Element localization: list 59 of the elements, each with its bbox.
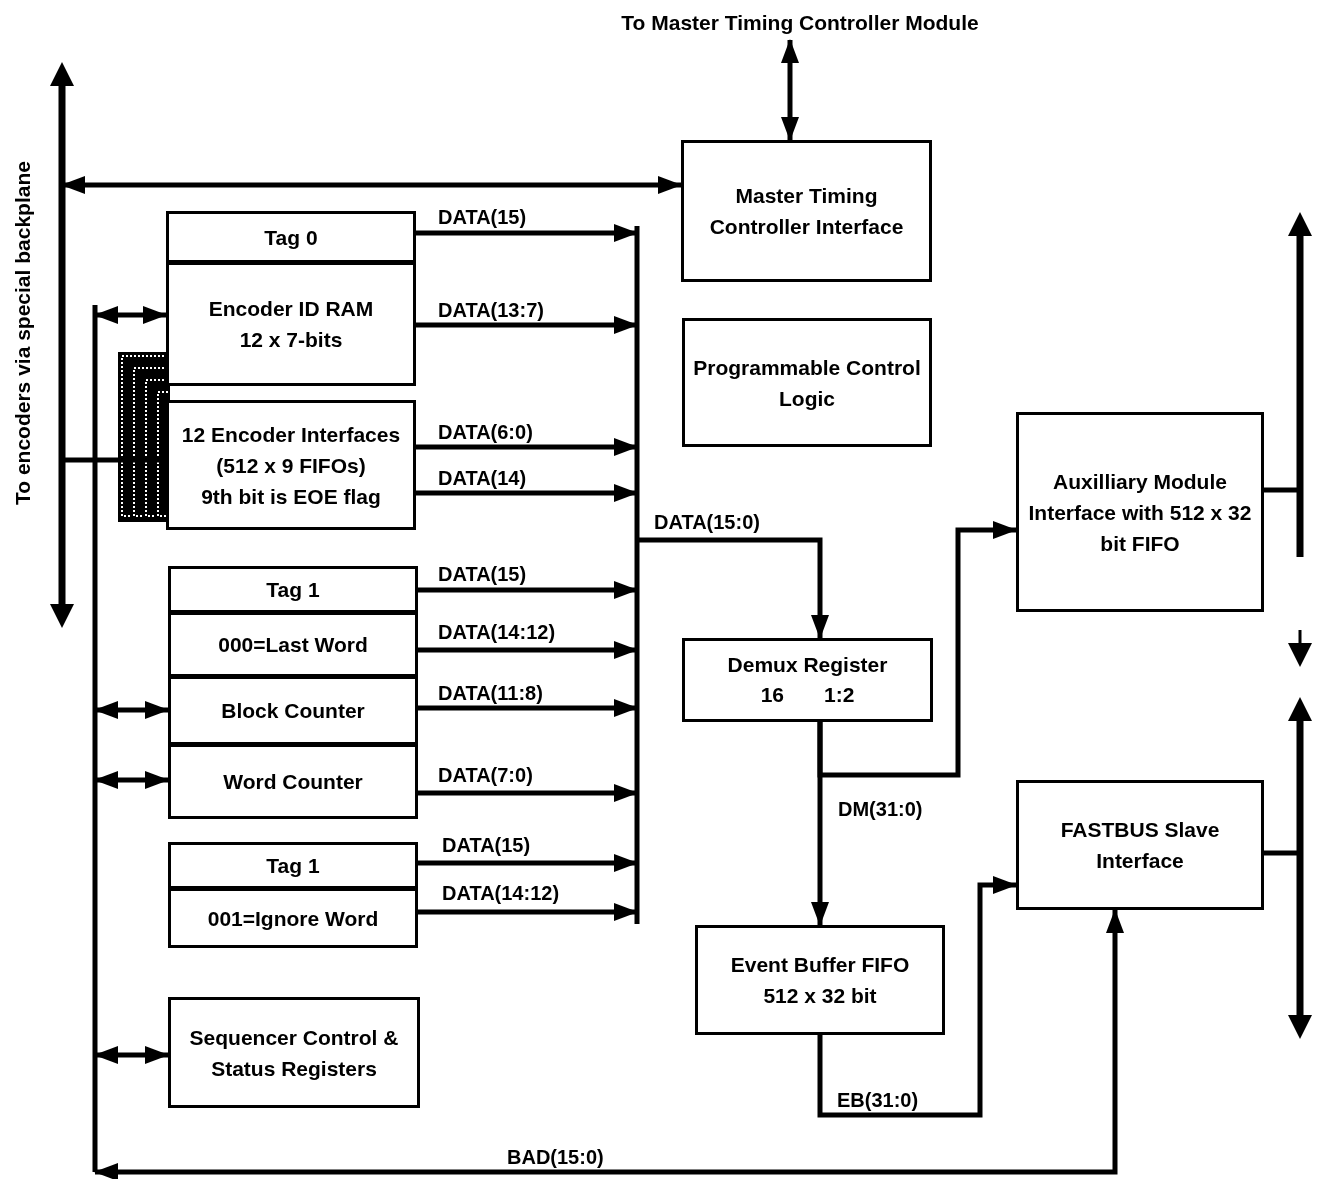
block-box: [166, 262, 416, 386]
block-box: [168, 744, 418, 819]
block-box: [168, 676, 418, 745]
block-box: [168, 997, 420, 1108]
connector-arrow: [418, 854, 638, 872]
block-box: [168, 566, 418, 613]
box-label: Tag 1: [266, 853, 320, 879]
bus-bar: [48, 62, 76, 628]
block-box: [695, 925, 945, 1035]
block-box: [168, 612, 418, 677]
connector-arrow: [811, 722, 829, 926]
connector-arrow: [817, 876, 1017, 1118]
bus-caption: To encoders via special backplane: [10, 160, 35, 507]
bus-bar: [1288, 212, 1312, 667]
connector-arrow: [416, 224, 638, 242]
box-label: 16: [760, 682, 784, 708]
box-label: Event Buffer FIFO: [730, 952, 910, 978]
connector-arrow: [781, 39, 799, 141]
box-label: FASTBUS Slave Interface: [1059, 817, 1221, 874]
box-label: Programmable Control Logic: [692, 354, 922, 412]
box-label: 000=Last Word: [218, 632, 368, 658]
connector-arrow: [418, 784, 638, 802]
connector-arrow: [416, 438, 638, 456]
box-label: Demux Register: [727, 652, 888, 678]
box-label: Word Counter: [223, 769, 363, 795]
connector-arrow: [418, 641, 638, 659]
block-box: [168, 842, 418, 889]
box-label: 1:2: [824, 682, 855, 708]
box-label: Auxilliary Module Interface with 512 x 32 bit FIFO: [1027, 468, 1253, 557]
box-label: 9th bit is EOE flag: [201, 483, 381, 510]
connector-arrow: [637, 537, 829, 639]
connector-arrow: [416, 484, 638, 502]
block-box: [1016, 780, 1264, 910]
box-label: Tag 0: [264, 224, 318, 251]
connector-arrow: [418, 699, 638, 717]
box-label: Master Timing Controller Interface: [708, 183, 905, 240]
connector-arrow: [418, 581, 638, 599]
box-label: 12 Encoder Interfaces (512 x 9 FIFOs): [180, 421, 402, 479]
box-label: Tag 1: [266, 577, 320, 603]
box-label: 001=Ignore Word: [207, 905, 379, 932]
box-label: Block Counter: [221, 698, 365, 724]
box-label: Encoder ID RAM: [208, 296, 374, 322]
connector-arrow: [92, 909, 1124, 1179]
block-box: [682, 318, 932, 447]
box-label: To Master Timing Controller Module: [621, 9, 979, 36]
bus-bar: [632, 226, 642, 924]
bus-bar: [90, 305, 100, 1172]
block-box: [166, 211, 416, 263]
block-box: [682, 638, 933, 722]
box-label: Sequencer Control & Status Registers: [188, 1024, 400, 1082]
box-label: 512 x 32 bit: [763, 983, 877, 1009]
block-box: [1016, 412, 1264, 612]
block-box: [681, 140, 932, 282]
connector-arrow: [416, 316, 638, 334]
connector-arrow: [418, 903, 638, 921]
box-label: 12 x 7-bits: [239, 327, 343, 353]
block-box: [168, 888, 418, 948]
block-box: [166, 400, 416, 530]
bus-bar: [1288, 697, 1312, 1039]
